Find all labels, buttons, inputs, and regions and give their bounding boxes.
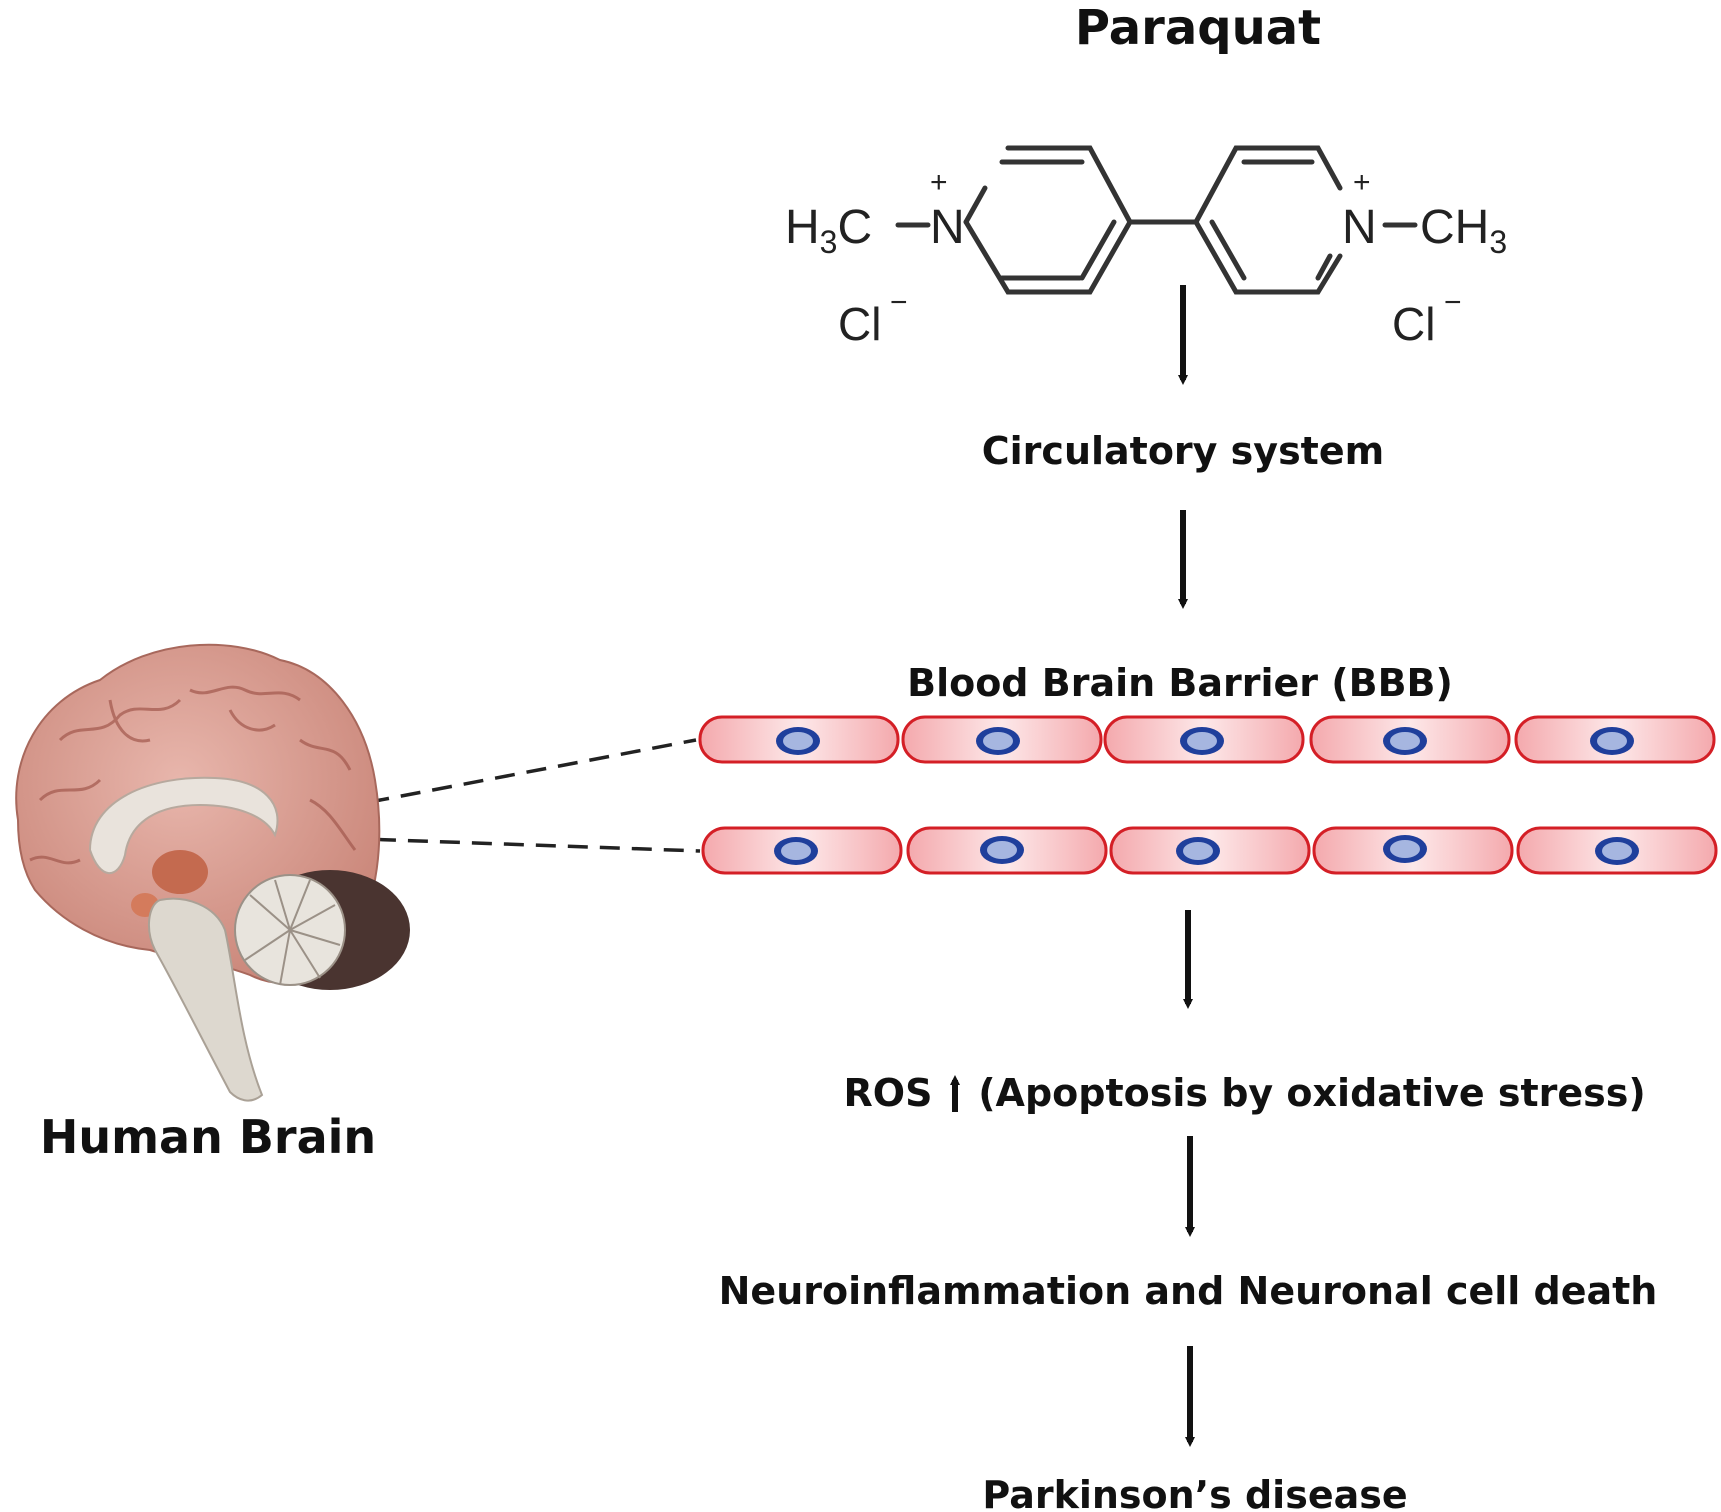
diagram-title: Paraquat [1075, 0, 1321, 56]
right-nitrogen: N [1342, 201, 1377, 254]
left-n-charge: + [930, 166, 948, 199]
left-methyl-group: H3C [785, 201, 872, 260]
left-chloride-charge: − [890, 286, 908, 319]
right-n-charge: + [1353, 166, 1371, 199]
step-blood-brain-barrier: Blood Brain Barrier (BBB) [907, 661, 1453, 705]
corpus-callosum [88, 776, 279, 875]
bbb-cell-row-bottom [701, 826, 1718, 875]
thalamus [152, 850, 208, 894]
right-methyl-group: CH3 [1420, 201, 1507, 260]
left-chloride: Cl [838, 298, 881, 350]
brain-label: Human Brain [40, 1110, 376, 1164]
bbb-cell-row-top [698, 715, 1716, 764]
step-parkinsons-disease: Parkinson’s disease [982, 1473, 1407, 1512]
left-nitrogen: N [930, 201, 965, 254]
step-ros: ROS [844, 1071, 933, 1115]
left-ring [963, 145, 1133, 295]
paraquat-structure: H3C N + N + CH3 Cl − Cl − [785, 145, 1507, 350]
right-chloride: Cl [1392, 298, 1435, 350]
step-apoptosis-by-oxidative-stress: (Apoptosis by oxidative stress) [978, 1071, 1646, 1115]
brainstem [148, 897, 264, 1102]
right-chloride-charge: − [1444, 286, 1462, 319]
step-circulatory-system: Circulatory system [982, 429, 1384, 473]
brain-illustration [15, 643, 410, 1102]
step-neuroinflammation: Neuroinflammation and Neuronal cell deat… [719, 1269, 1658, 1313]
right-ring [1193, 145, 1343, 225]
